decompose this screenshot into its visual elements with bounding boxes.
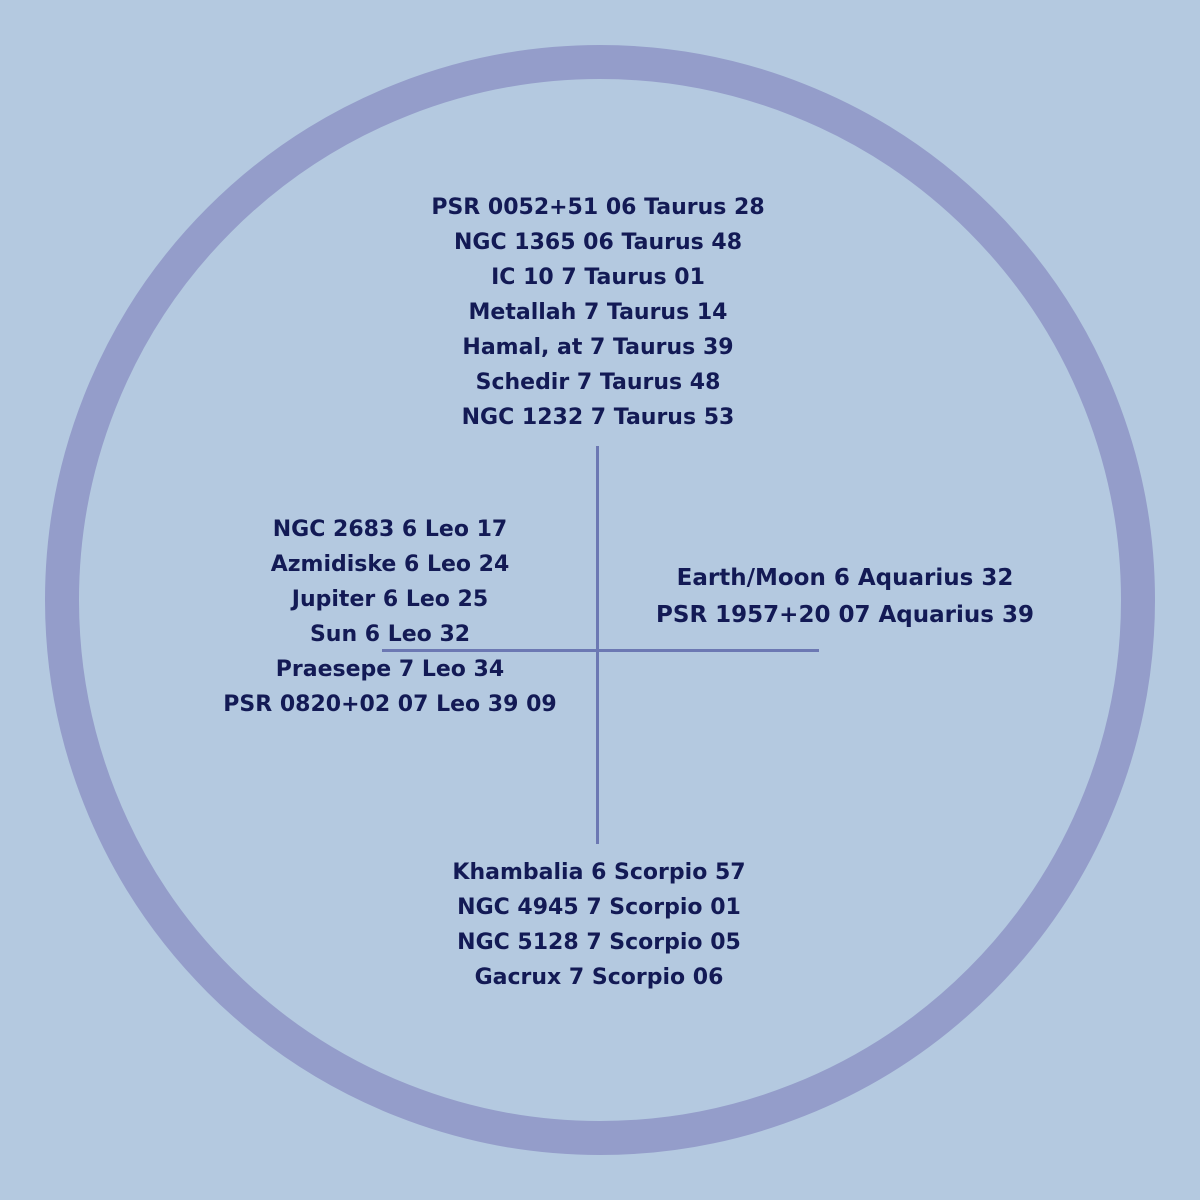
left-entry: Azmidiske 6 Leo 24 (270, 552, 510, 577)
right-entry: PSR 1957+20 07 Aquarius 39 (656, 602, 1034, 628)
top-entry: NGC 1365 06 Taurus 48 (454, 230, 742, 255)
top-entry: IC 10 7 Taurus 01 (491, 265, 705, 290)
top-entry: Hamal, at 7 Taurus 39 (462, 335, 734, 360)
top-entry: Metallah 7 Taurus 14 (468, 300, 728, 325)
left-group: NGC 2683 6 Leo 17 Azmidiske 6 Leo 24 Jup… (210, 512, 570, 722)
top-entry: NGC 1232 7 Taurus 53 (461, 405, 735, 430)
left-entry: NGC 2683 6 Leo 17 (272, 517, 508, 542)
left-entry: Sun 6 Leo 32 (309, 622, 471, 647)
right-group: Earth/Moon 6 Aquarius 32 PSR 1957+20 07 … (645, 560, 1045, 634)
bottom-entry: NGC 5128 7 Scorpio 05 (457, 930, 741, 955)
left-entry: Praesepe 7 Leo 34 (275, 657, 505, 682)
horizontal-axis-line (382, 649, 819, 652)
vertical-axis-line (596, 446, 599, 844)
left-entry: PSR 0820+02 07 Leo 39 09 (223, 692, 557, 717)
bottom-entry: NGC 4945 7 Scorpio 01 (457, 895, 741, 920)
bottom-entry: Khambalia 6 Scorpio 57 (452, 860, 746, 885)
top-group: PSR 0052+51 06 Taurus 28 NGC 1365 06 Tau… (395, 190, 801, 435)
top-entry: Schedir 7 Taurus 48 (475, 370, 721, 395)
left-entry: Jupiter 6 Leo 25 (291, 587, 489, 612)
top-entry: PSR 0052+51 06 Taurus 28 (431, 195, 765, 220)
bottom-group: Khambalia 6 Scorpio 57 NGC 4945 7 Scorpi… (420, 855, 778, 995)
right-entry: Earth/Moon 6 Aquarius 32 (676, 565, 1014, 591)
bottom-entry: Gacrux 7 Scorpio 06 (474, 965, 724, 990)
